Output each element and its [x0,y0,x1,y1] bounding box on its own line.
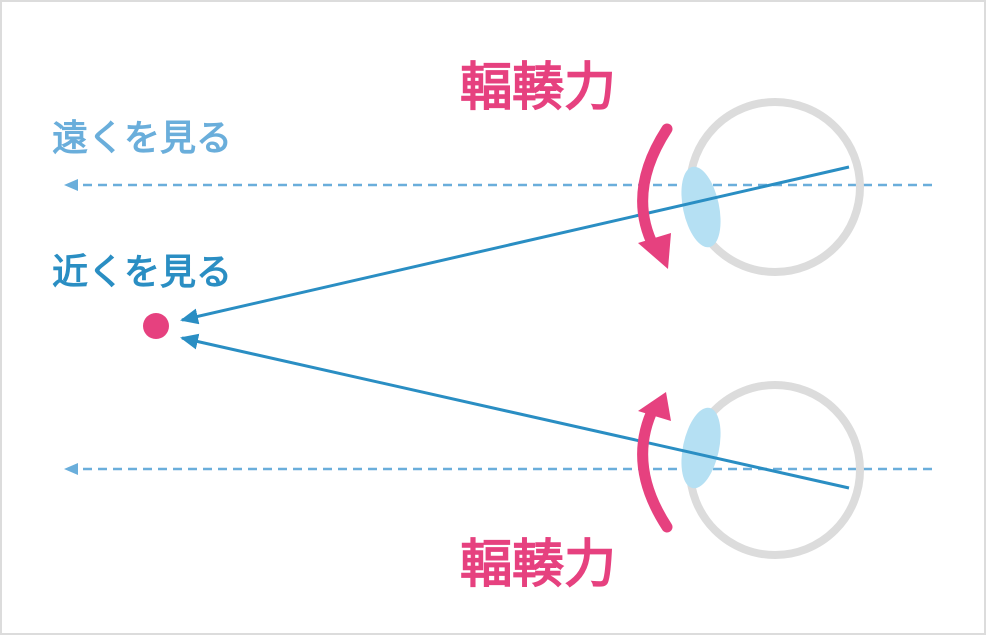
eyeball-top [686,98,864,276]
convergence-arrowhead-top [638,233,671,269]
convergence-arrow-top [637,123,673,253]
convergence-arrow-bottom [637,401,673,533]
far-view-label: 遠くを見る [52,118,232,159]
near-view-label: 近くを見る [52,252,232,293]
near-sight-line-top [180,165,850,325]
convergence-label-bottom: 輻輳力 [460,535,616,595]
convergence-label-top: 輻輳力 [460,58,616,118]
lens-bottom [681,407,721,489]
lens-top [681,166,721,248]
near-sight-line-bottom [180,333,850,490]
convergence-arrowhead-bottom [638,392,671,421]
near-target-dot [143,313,169,339]
